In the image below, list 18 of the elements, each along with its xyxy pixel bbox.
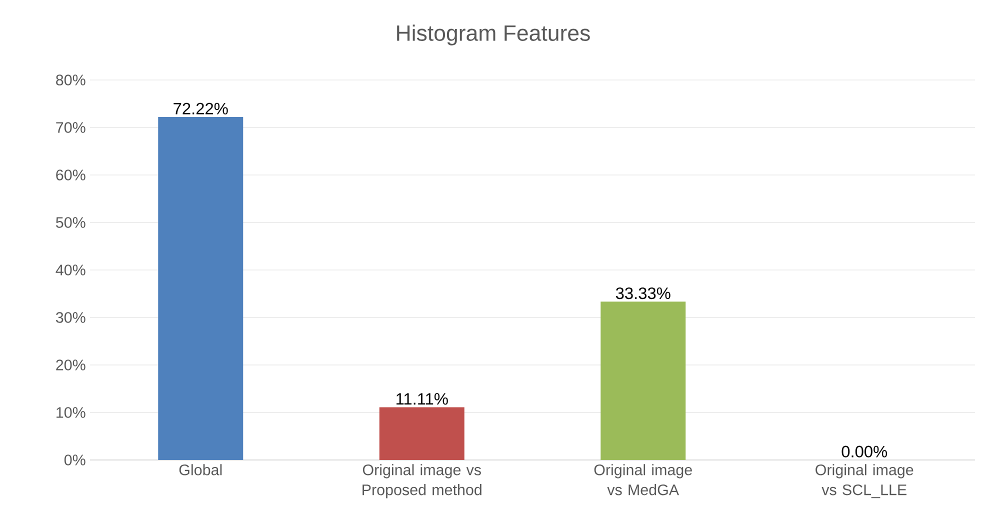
text: 0.00% — [842, 446, 888, 458]
x-tick-label: Original image vs SCL_LLE — [816, 464, 914, 498]
x-tick-label: Original image vs MedGA — [594, 464, 692, 496]
y-tick-label: 30% — [56, 312, 86, 323]
chart-title: Histogram Features — [397, 24, 590, 46]
text: 33.33% — [616, 287, 670, 300]
y-tick-label: 80% — [56, 74, 86, 86]
text: 11.11% — [396, 393, 448, 405]
y-tick-label: 50% — [56, 217, 86, 228]
y-tick-label: 10% — [56, 407, 86, 418]
text: 72.22% — [174, 102, 228, 114]
y-tick-label: 40% — [56, 264, 86, 276]
y-tick-label: 0% — [64, 454, 86, 466]
y-tick-label: 70% — [56, 122, 86, 133]
x-tick-label: Original image vs Proposed method — [362, 464, 482, 498]
x-tick-label: Global — [179, 464, 222, 476]
y-tick-label: 60% — [56, 170, 86, 180]
y-tick-label: 20% — [56, 360, 86, 370]
